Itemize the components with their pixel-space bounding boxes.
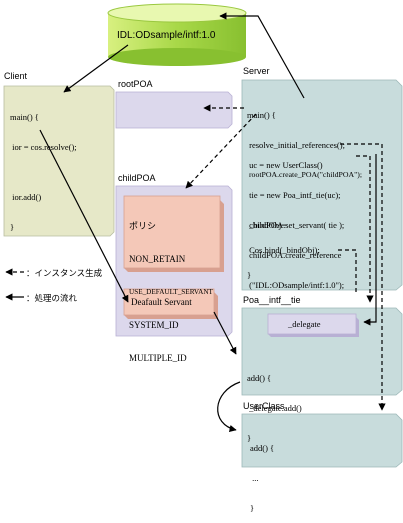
policy-item: USE_DEFAULT_SERVANT (129, 288, 213, 296)
server-code-line: uc = new UserClass() (247, 160, 323, 170)
client-panel (3, 85, 115, 237)
flow-arrow-server-to-db (219, 12, 305, 99)
server-code-line: childPOA.set_servant( tie ); (247, 220, 345, 230)
server-code-block-4: Cos.bind(_bindObj); (247, 245, 320, 255)
default-servant-box (123, 288, 218, 319)
policy-item: NON_RETAIN (129, 254, 186, 264)
client-code-line: main() { (10, 112, 39, 122)
client-code-close: } (10, 222, 15, 232)
server-panel (241, 79, 403, 291)
tie-code-line: } (247, 433, 252, 443)
user-class-code-line: } (250, 503, 255, 513)
server-code-line: childPOA.create_reference (247, 250, 342, 260)
instance-arrow-user-class (340, 143, 386, 411)
server-code-block-2: uc = new UserClass() tie = new Poa_intf_… (247, 140, 344, 240)
default-servant-label: Deafault Servant (131, 297, 192, 307)
policy-title: ポリシ (129, 221, 157, 231)
flow-arrow-delegate-to-user-class (217, 381, 241, 433)
child-poa-title: childPOA (118, 173, 156, 183)
flow-arrow-add-to-servant (39, 129, 129, 303)
user-class-panel (241, 413, 403, 468)
client-title: Client (4, 71, 28, 81)
tie-code-line: _delegate.add() (247, 403, 302, 413)
server-code-block-1: main() { resolve_initial_references(); r… (247, 90, 362, 190)
server-code-line: rootPOA.create_POA("childPOA"); (247, 170, 363, 179)
root-poa-panel (115, 91, 233, 129)
tie-code-line: add() { (247, 373, 272, 383)
root-poa-title: rootPOA (118, 79, 153, 89)
db-label: IDL:ODsample/intf:1.0 (117, 30, 216, 41)
flow-arrow-db-to-client (63, 44, 129, 93)
instance-arrow-tie (356, 155, 374, 303)
server-title: Server (243, 66, 270, 76)
user-class-code-line: add() { (250, 443, 275, 453)
diagram-shapes (3, 3, 403, 468)
policy-box (123, 195, 224, 272)
policy-item: SYSTEM_ID (129, 320, 179, 330)
client-code-line: ior = cos.resolve(); (10, 142, 77, 152)
instance-arrow-child-poa (185, 113, 257, 189)
policy-list: ポリシ NON_RETAIN USE_DEFAULT_SERVANT SYSTE… (129, 199, 213, 375)
idl-repository-cylinder (107, 3, 247, 66)
server-code-block-3: _bindObj= childPOA.create_reference ("ID… (247, 200, 344, 300)
flow-arrow-uc-to-delegate (363, 154, 377, 326)
server-code-close: } (247, 270, 252, 280)
server-code-line: ("IDL:ODsample/intf:1.0"); (247, 280, 345, 290)
user-class-code-line: ... (250, 473, 259, 483)
server-code-line: resolve_initial_references(); (247, 140, 345, 150)
tie-code: add() { _delegate.add() } (247, 353, 302, 453)
user-class-code: add() { ... } (250, 423, 274, 523)
flow-arrow-servant-to-tie (213, 311, 237, 355)
delegate-box (267, 313, 359, 337)
legend-instance-label: ：インスタンス生成 (26, 268, 103, 278)
legend-flow-label: ：処理の流れ (26, 293, 78, 303)
server-code-line: _bindObj= (247, 220, 287, 230)
server-code-line: main() { (247, 110, 276, 120)
user-class-title: UserClass (243, 401, 285, 411)
client-code-line: ior.add() (10, 192, 42, 202)
tie-title: Poa__intf__tie (243, 295, 301, 305)
instance-arrow-bind (338, 249, 357, 292)
delegate-label: _delegate (288, 319, 321, 329)
policy-item: MULTIPLE_ID (129, 353, 187, 363)
server-code-line: tie = new Poa_intf_tie(uc); (247, 190, 341, 200)
client-code: main() { ior = cos.resolve(); ior.add() (10, 92, 77, 212)
